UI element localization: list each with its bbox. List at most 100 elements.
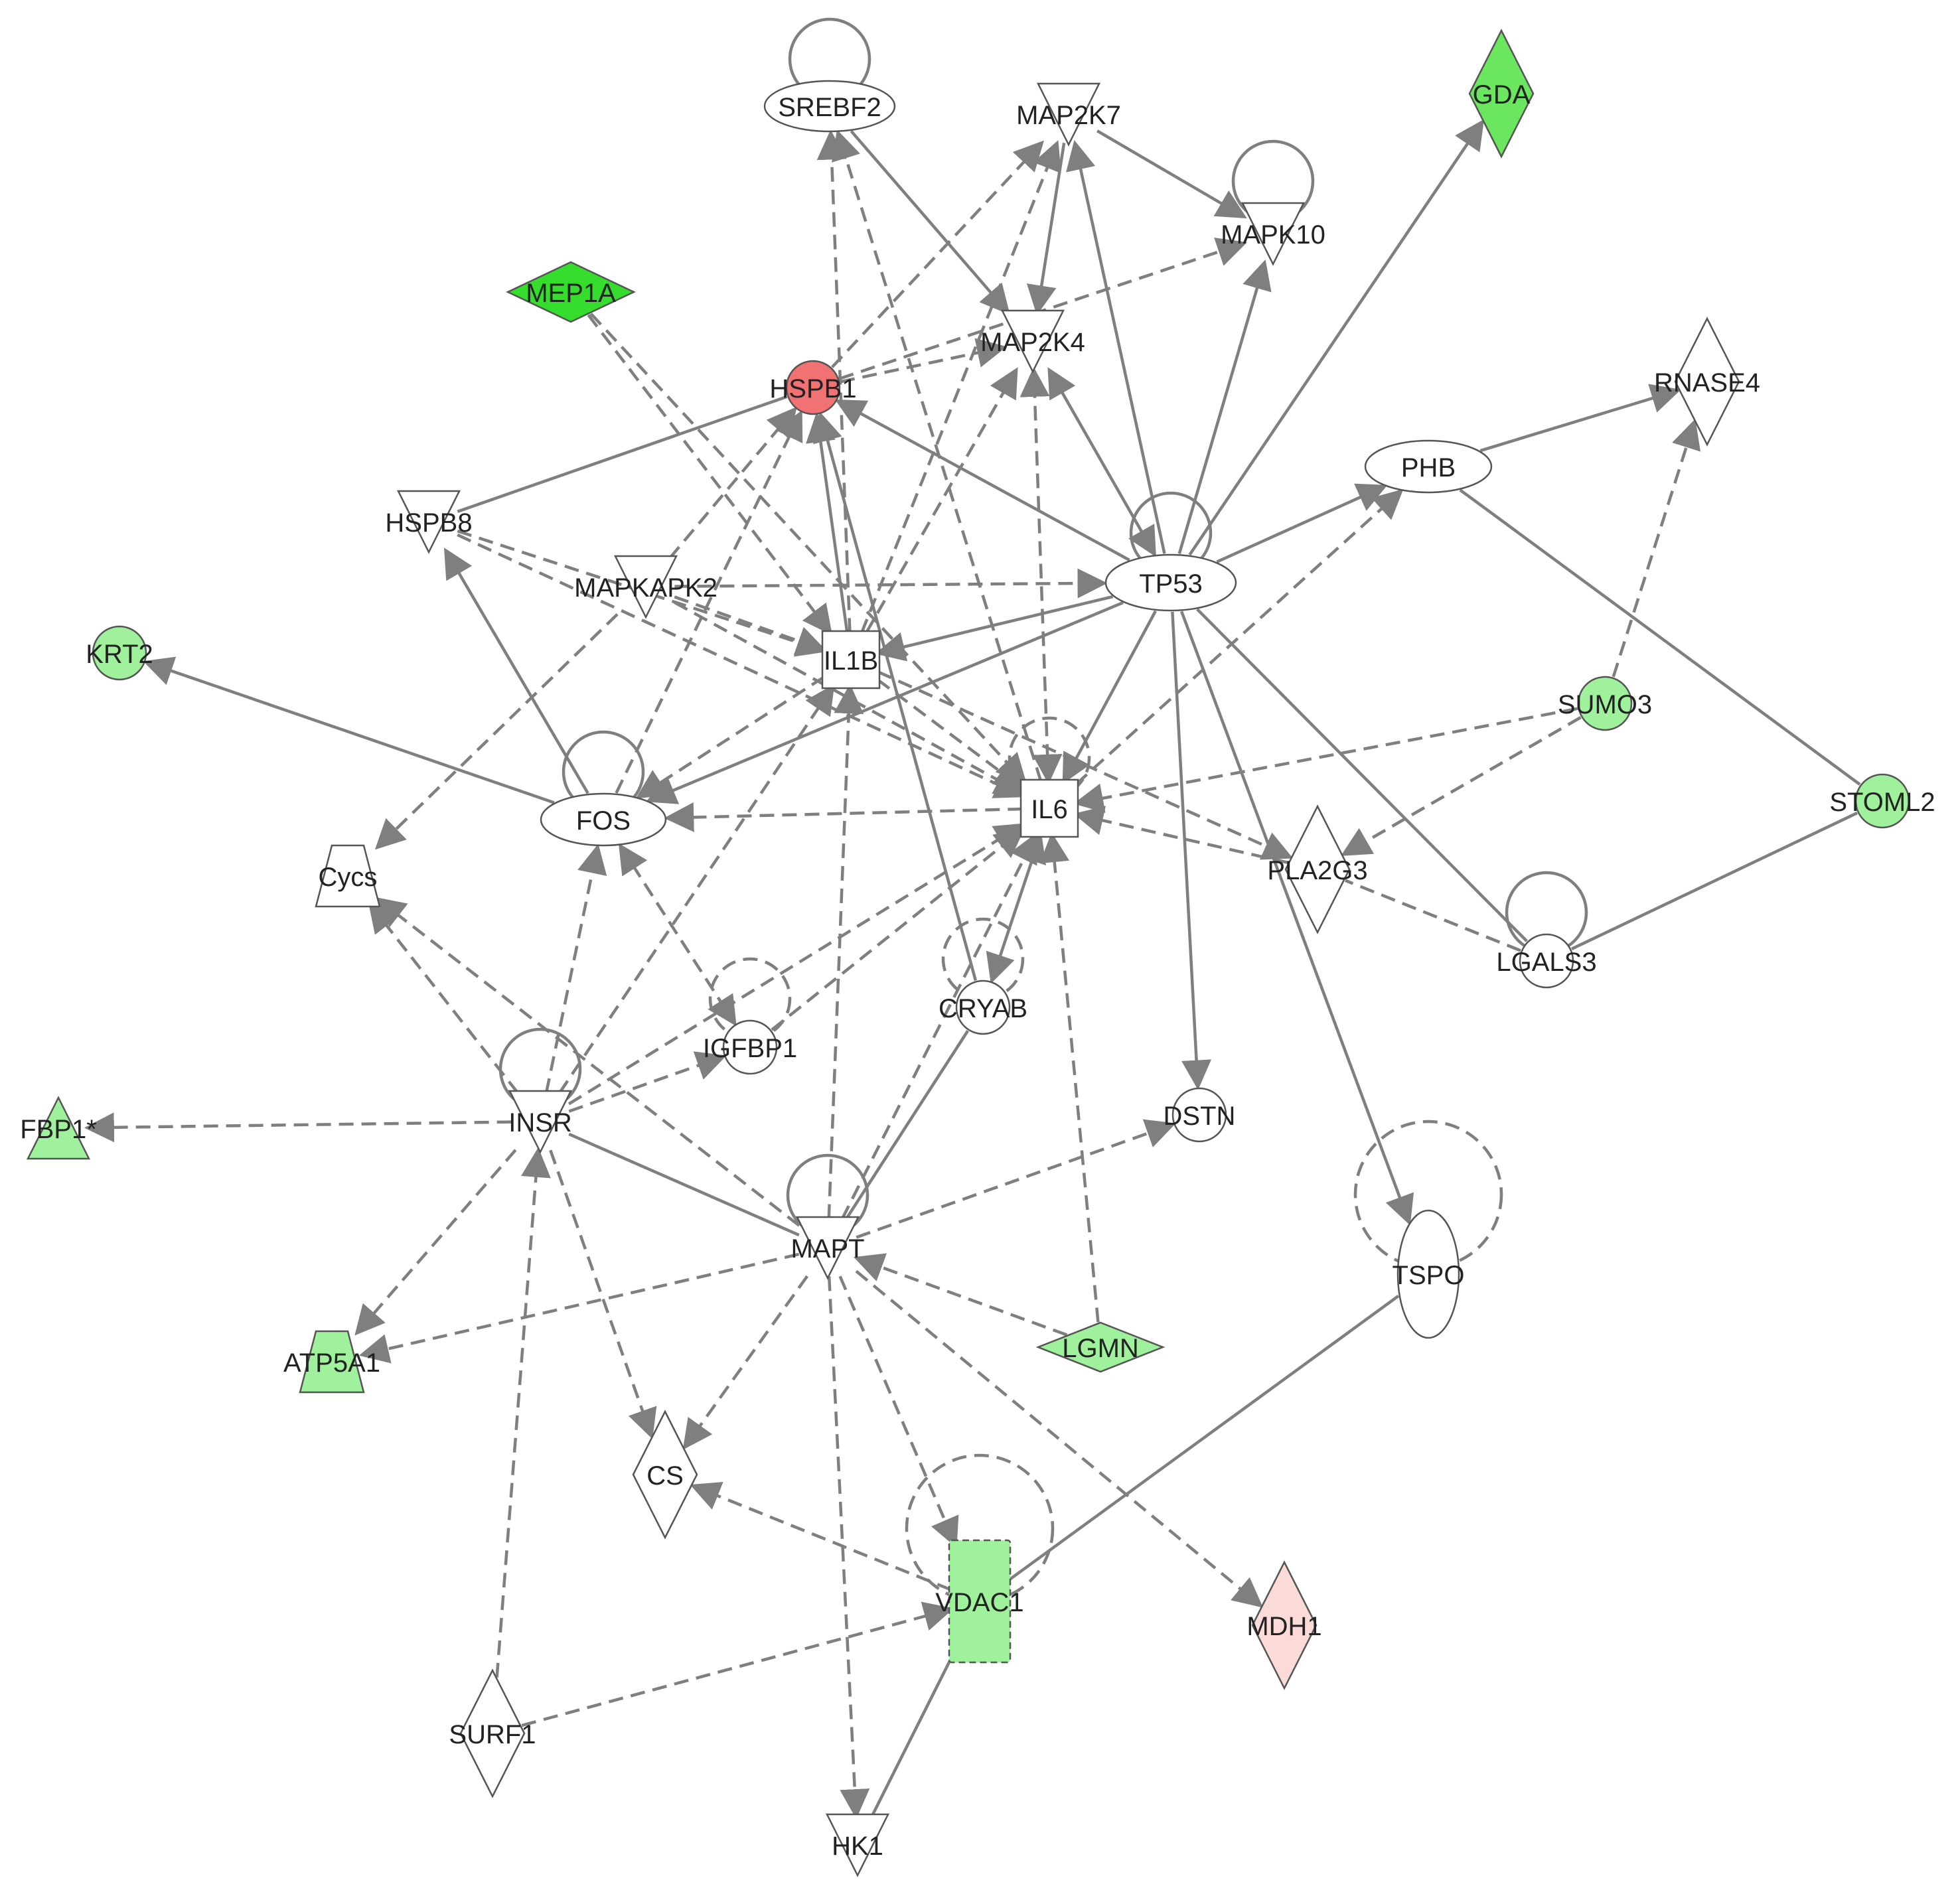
edge-lgmn-mapt bbox=[854, 1253, 1068, 1337]
node-map2k7[interactable]: MAP2K7 bbox=[1016, 82, 1121, 147]
edge-tp53-il1b bbox=[875, 595, 1114, 662]
node-insr[interactable]: INSR bbox=[508, 1090, 573, 1154]
node-gda[interactable]: GDA bbox=[1468, 29, 1535, 159]
edge-tp53-il6 bbox=[1062, 610, 1158, 784]
edge-hspb1-map2k7 bbox=[831, 140, 1045, 368]
edge-igfbp1-il6 bbox=[771, 828, 1025, 1031]
node-label-mdh1: MDH1 bbox=[1246, 1612, 1321, 1641]
node-shape-hspb8 bbox=[396, 490, 461, 554]
node-mdh1[interactable]: MDH1 bbox=[1246, 1560, 1322, 1690]
edge-insr-mapt bbox=[568, 1132, 800, 1237]
node-shape-pla2g3 bbox=[1284, 804, 1351, 934]
node-mapkapk2[interactable]: MAPKAPK2 bbox=[574, 555, 717, 619]
node-krt2[interactable]: KRT2 bbox=[86, 625, 153, 681]
node-il1b[interactable]: IL1B bbox=[821, 630, 881, 690]
node-hk1[interactable]: HK1 bbox=[825, 1813, 890, 1877]
node-shape-mep1a bbox=[506, 261, 636, 323]
edge-il1b-srebf2 bbox=[816, 129, 852, 633]
node-il6[interactable]: IL6 bbox=[1019, 778, 1079, 838]
node-fos[interactable]: FOS bbox=[540, 792, 667, 847]
edge-il1b-map2k7 bbox=[860, 140, 1061, 634]
edge-insr-igfbp1 bbox=[568, 1051, 727, 1113]
node-label-hspb1: HSPB1 bbox=[769, 374, 856, 403]
edge-tp53-hspb1 bbox=[834, 399, 1130, 561]
edge-il1b-fos bbox=[635, 676, 825, 799]
edge-sumo3-il6 bbox=[1073, 707, 1578, 813]
node-atp5a1[interactable]: ATP5A1 bbox=[283, 1330, 380, 1394]
self-loop-il6 bbox=[1008, 716, 1091, 800]
edge-lgals3-pla2g3 bbox=[1344, 879, 1521, 952]
edge-insr-il1b bbox=[558, 684, 835, 1094]
node-shape-stoml2 bbox=[1854, 773, 1910, 829]
edge-fos-hspb8 bbox=[443, 547, 589, 794]
node-label-hspb8: HSPB8 bbox=[385, 508, 472, 538]
edges-layer bbox=[84, 119, 1861, 1820]
edge-mapt-atp5a1 bbox=[358, 1252, 800, 1364]
node-phb[interactable]: PHB bbox=[1364, 439, 1493, 494]
node-label-dstn: DSTN bbox=[1164, 1102, 1236, 1131]
node-stoml2[interactable]: STOML2 bbox=[1829, 773, 1935, 829]
node-label-vdac1: VDAC1 bbox=[935, 1588, 1023, 1617]
node-sumo3[interactable]: SUMO3 bbox=[1558, 676, 1652, 731]
node-tspo[interactable]: TSPO bbox=[1393, 1209, 1465, 1339]
node-lgals3[interactable]: LGALS3 bbox=[1496, 933, 1597, 989]
node-hspb1[interactable]: HSPB1 bbox=[769, 360, 857, 415]
node-shape-map2k4 bbox=[1000, 309, 1065, 374]
node-cycs[interactable]: Cycs bbox=[315, 844, 381, 908]
self-loop-igfbp1 bbox=[708, 957, 792, 1041]
self-loop-cryab bbox=[941, 917, 1025, 1001]
edge-il1b-map2k4 bbox=[865, 367, 1018, 634]
node-shape-tp53 bbox=[1104, 553, 1237, 612]
node-shape-cycs bbox=[315, 844, 381, 908]
edge-vdac1-hk1 bbox=[870, 1656, 953, 1817]
edge-surf1-vdac1 bbox=[521, 1601, 954, 1727]
node-hspb8[interactable]: HSPB8 bbox=[385, 490, 473, 554]
node-surf1[interactable]: SURF1 bbox=[449, 1668, 536, 1798]
node-fbp1[interactable]: FBP1* bbox=[20, 1096, 97, 1160]
edge-il6-map2k4 bbox=[1019, 366, 1063, 784]
node-shape-hspb1 bbox=[785, 360, 841, 415]
node-dstn[interactable]: DSTN bbox=[1164, 1087, 1236, 1143]
node-pla2g3[interactable]: PLA2G3 bbox=[1267, 804, 1368, 934]
node-mapk10[interactable]: MAPK10 bbox=[1221, 202, 1325, 266]
edge-mapt-cs bbox=[682, 1275, 809, 1450]
edge-mapkapk2-cycs bbox=[374, 613, 619, 850]
node-igfbp1[interactable]: IGFBP1 bbox=[703, 1019, 797, 1075]
node-vdac1[interactable]: VDAC1 bbox=[935, 1539, 1024, 1664]
edge-mapt-il6 bbox=[840, 832, 1037, 1220]
edge-tp53-fos bbox=[645, 601, 1124, 804]
edge-srebf2-map2k4 bbox=[850, 130, 1010, 315]
node-shape-atp5a1 bbox=[299, 1330, 365, 1394]
node-label-fos: FOS bbox=[576, 806, 631, 836]
node-label-map2k7: MAP2K7 bbox=[1016, 101, 1121, 130]
edge-cryab-mapt bbox=[844, 1030, 970, 1220]
node-mapt[interactable]: MAPT bbox=[791, 1216, 865, 1280]
node-shape-igfbp1 bbox=[722, 1019, 778, 1075]
edge-il6-phb bbox=[1075, 488, 1404, 786]
edge-phb-stoml2 bbox=[1459, 488, 1861, 786]
node-tp53[interactable]: TP53 bbox=[1104, 553, 1237, 612]
edge-tp53-tspo bbox=[1180, 611, 1414, 1226]
node-shape-mdh1 bbox=[1251, 1560, 1318, 1690]
node-shape-map2k7 bbox=[1036, 82, 1101, 147]
node-mep1a[interactable]: MEP1A bbox=[506, 261, 636, 323]
node-cs[interactable]: CS bbox=[632, 1410, 698, 1540]
node-shape-lgmn bbox=[1035, 1321, 1166, 1373]
node-shape-il6 bbox=[1019, 778, 1079, 838]
node-shape-tspo bbox=[1396, 1209, 1460, 1339]
node-srebf2[interactable]: SREBF2 bbox=[763, 80, 896, 133]
node-map2k4[interactable]: MAP2K4 bbox=[980, 309, 1085, 374]
node-cryab[interactable]: CRYAB bbox=[939, 980, 1027, 1035]
node-shape-sumo3 bbox=[1577, 676, 1633, 731]
edge-tp53-gda bbox=[1188, 119, 1484, 556]
node-rnase4[interactable]: RNASE4 bbox=[1654, 317, 1760, 447]
node-label-stoml2: STOML2 bbox=[1829, 788, 1935, 817]
node-shape-cs bbox=[632, 1410, 698, 1540]
node-lgmn[interactable]: LGMN bbox=[1035, 1321, 1166, 1373]
node-label-mapkapk2: MAPKAPK2 bbox=[574, 573, 717, 603]
node-shape-lgals3 bbox=[1519, 933, 1574, 989]
edge-phb-rnase4 bbox=[1479, 384, 1681, 453]
node-shape-gda bbox=[1468, 29, 1535, 159]
